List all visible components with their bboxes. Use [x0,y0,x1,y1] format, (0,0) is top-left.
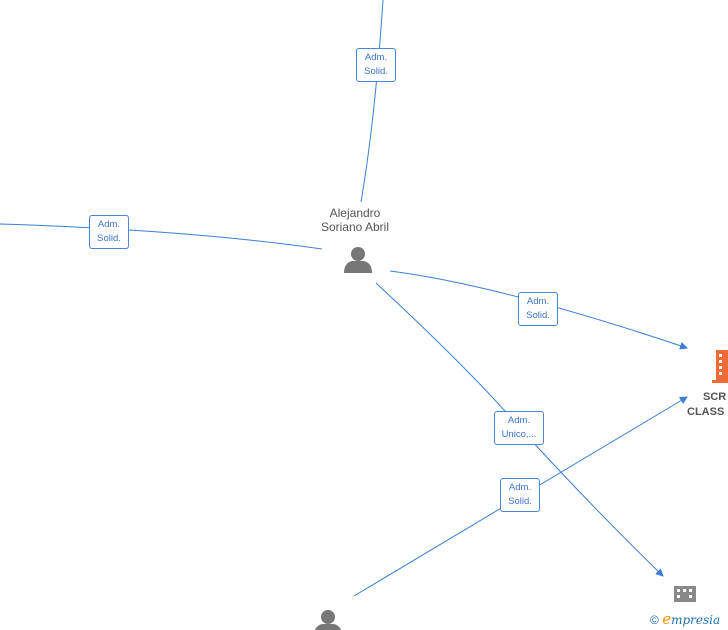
edge-label-line: Adm. [364,52,388,63]
person-icon[interactable] [314,610,342,630]
person-name-line2: Soriano Abril [320,220,390,234]
company-name-line2: CLASS [687,406,725,418]
edge-label-line: Solid. [97,233,121,244]
brand-logo-e: e [662,610,672,628]
company-name[interactable]: CLASS [687,405,728,419]
edge-label-line: Solid. [508,496,532,507]
brand-logo-text: mpresia [671,613,721,627]
edge-label-line: Unico,... [501,429,537,440]
copyright-symbol: © [650,613,659,627]
company-name[interactable]: SCR [703,390,728,404]
edge-label-line: Adm. [508,482,532,493]
edge-label[interactable]: Adm. Unico,... [494,411,544,445]
edge-label-line: Adm. [507,415,531,426]
edge-label[interactable]: Adm. Solid. [89,215,129,249]
edge-label-line: Adm. [97,219,121,230]
edge-top [360,0,384,203]
empresia-watermark: © empresia [650,610,720,628]
edge-label-line: Solid. [364,66,388,77]
edge-label[interactable]: Adm. Solid. [500,478,540,512]
person-icon[interactable] [344,247,372,273]
person-name-line1: Alejandro [329,206,381,220]
company-name-line1: SCR [703,391,727,403]
edge-left [0,223,323,250]
edge-label-line: Solid. [526,310,550,321]
edge-label[interactable]: Adm. Solid. [356,48,396,82]
edge-label-line: Adm. [526,296,550,307]
edge-label[interactable]: Adm. Solid. [518,292,558,326]
person-name[interactable]: Alejandro Soriano Abril [305,206,405,234]
building-icon[interactable] [712,350,728,383]
building-icon[interactable] [674,586,696,602]
